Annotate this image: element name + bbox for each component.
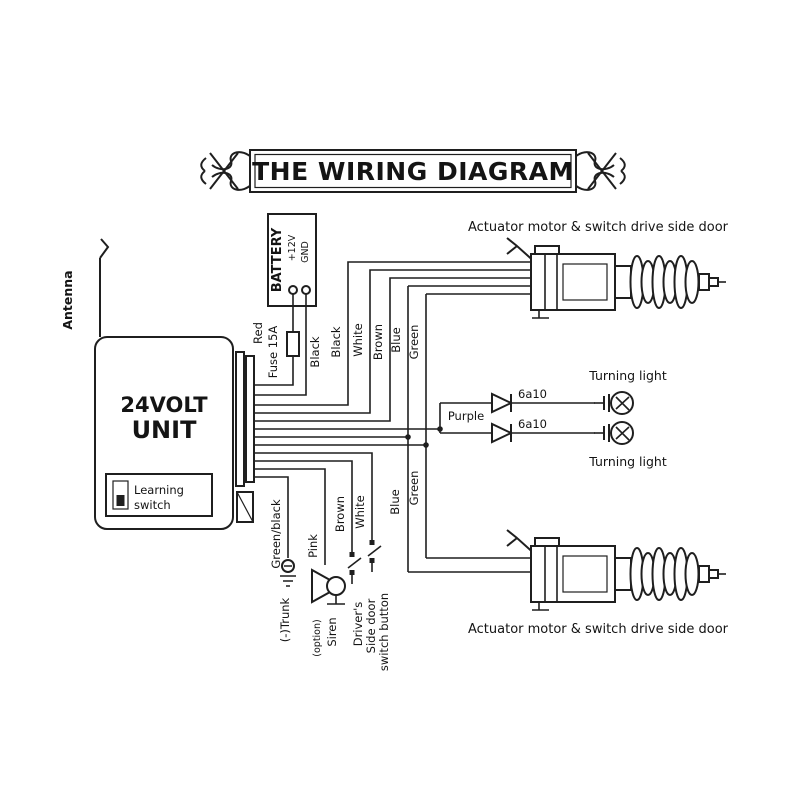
blue-wire-bottom-label: Blue <box>388 489 402 514</box>
unit-name-line1: 24VOLT <box>120 393 208 417</box>
green-wire-bottom-label: Green <box>407 471 421 506</box>
driver-switch-label1: Driver's <box>351 602 365 647</box>
black-wire-top-label: Black <box>329 326 343 357</box>
diode-bottom-label: 6a10 <box>518 417 547 431</box>
driver-switch-label2: Side door <box>364 598 378 653</box>
white-wire-bottom-label: White <box>353 495 367 528</box>
brown-wire-bottom-label: Brown <box>333 496 347 532</box>
diode-top-label: 6a10 <box>518 387 547 401</box>
battery-label: BATTERY <box>270 227 285 292</box>
trunk-switch: (-)Trunk <box>278 559 296 642</box>
pink-wire-label: Pink <box>306 534 320 558</box>
battery-pos-label: +12V <box>287 234 298 261</box>
siren-option-label: (option) <box>312 619 323 656</box>
turning-light-bottom-label: Turning light <box>588 454 667 469</box>
actuator-top-label: Actuator motor & switch drive side door <box>468 220 729 235</box>
blue-wire-top-label: Blue <box>389 327 403 352</box>
learning-switch-label2: switch <box>134 498 171 512</box>
turning-light-circuit: 6a10 6a10 Turning light Turning light <box>491 368 667 469</box>
diagram-title: THE WIRING DIAGRAM <box>252 157 574 186</box>
main-unit: 24VOLT UNIT Learning switch <box>94 336 234 530</box>
antenna: Antenna <box>60 238 110 337</box>
learning-switch: Learning switch <box>105 473 213 517</box>
actuator-bottom-label: Actuator motor & switch drive side door <box>468 622 729 637</box>
battery: BATTERY +12V GND <box>267 213 317 307</box>
green-wire-top-label: Green <box>407 325 421 360</box>
learning-switch-icon <box>116 495 125 506</box>
green-black-wire-label: Green/black <box>269 499 283 569</box>
brown-wire-top-label: Brown <box>371 324 385 360</box>
battery-black-wire-label: Black <box>308 336 322 367</box>
wiring <box>255 261 531 573</box>
title-banner: THE WIRING DIAGRAM <box>200 149 626 193</box>
fuse-label: Fuse 15A <box>266 326 280 379</box>
turning-light-top-label: Turning light <box>588 368 667 383</box>
driver-switch-label3: switch button <box>377 593 391 671</box>
trunk-label: (-)Trunk <box>278 597 292 642</box>
antenna-label: Antenna <box>60 270 75 329</box>
unit-name-line2: UNIT <box>132 416 198 444</box>
purple-wire-label: Purple <box>448 409 484 423</box>
diode-top-icon <box>491 392 514 414</box>
learning-switch-label1: Learning <box>134 483 184 497</box>
red-wire-label: Red <box>251 322 265 344</box>
trunk-pin-icon <box>281 559 295 573</box>
fuse-icon <box>286 331 300 357</box>
battery-gnd-label: GND <box>300 241 311 263</box>
unit-connector <box>235 351 255 523</box>
white-wire-top-label: White <box>351 323 365 356</box>
siren: Siren (option) <box>311 568 346 657</box>
siren-label: Siren <box>325 617 339 646</box>
door-switches: Driver's Side door switch button <box>347 540 391 671</box>
diode-bottom-icon <box>491 422 514 444</box>
